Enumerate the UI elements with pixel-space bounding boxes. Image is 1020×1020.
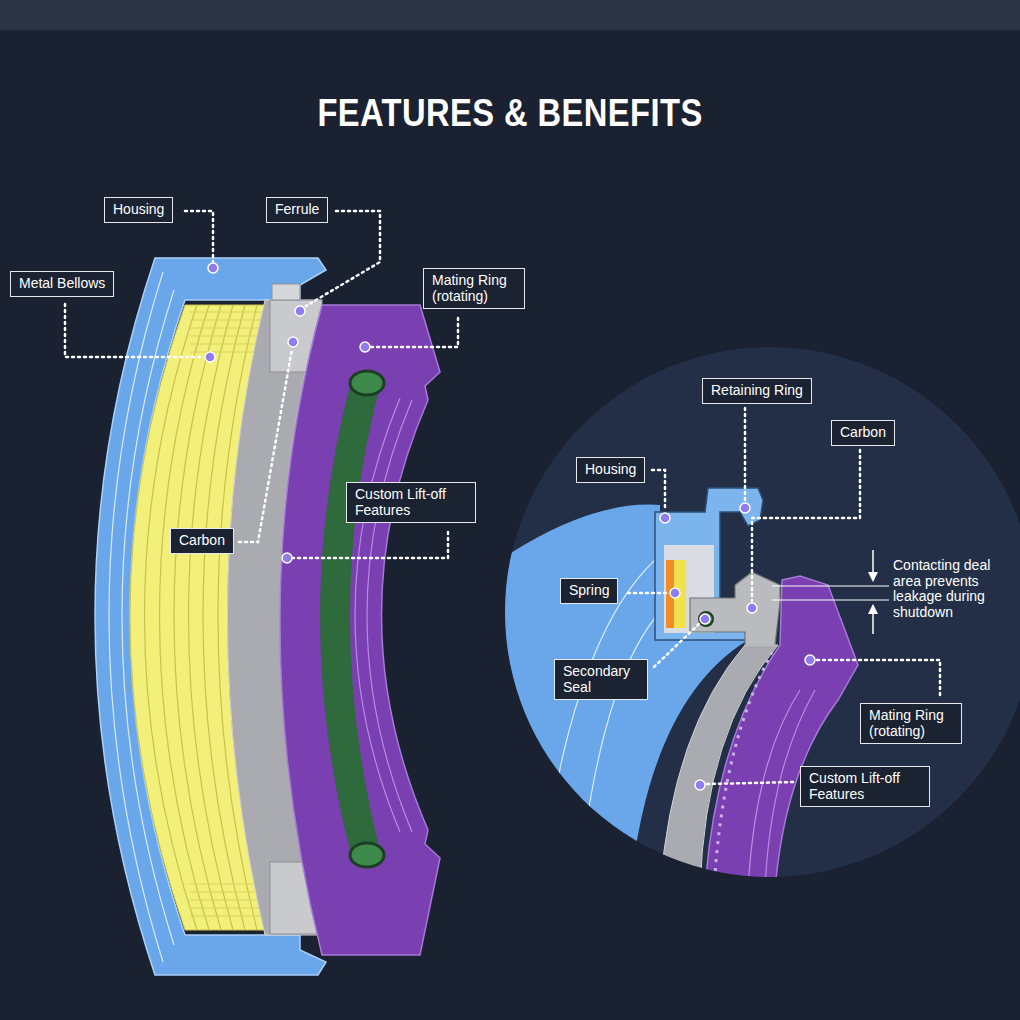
callout-text: Carbon (840, 425, 886, 441)
leader-line (628, 592, 668, 595)
callout-text: Mating Ring (rotating) (869, 708, 953, 739)
callout-text: Housing (113, 202, 164, 218)
leader-line (752, 450, 860, 601)
housing-line (540, 560, 660, 890)
leader-line (371, 318, 458, 347)
lift-off-hatch (714, 652, 772, 890)
leader-dot (205, 352, 215, 362)
leader-dot (360, 342, 370, 352)
callout-box: Custom Lift-off Features (346, 482, 476, 523)
leader-dot (288, 337, 298, 347)
contact-indicator (772, 550, 889, 634)
leader-dot (670, 588, 680, 598)
leader-line (744, 408, 747, 501)
leader-dot (660, 513, 670, 523)
callout-box: Custom Lift-off Features (800, 766, 930, 807)
leader-dot (282, 553, 292, 563)
callout-box: Housing (104, 197, 173, 223)
o-ring (350, 843, 384, 867)
callout-box: Housing (576, 457, 645, 483)
leader-dot (740, 503, 750, 513)
leader-line (185, 211, 213, 262)
carbon-profile (690, 572, 780, 645)
leader-lines (65, 211, 940, 784)
callout-box: Mating Ring (rotating) (423, 268, 525, 309)
o-ring-band (320, 378, 382, 858)
callout-text: Carbon (179, 533, 225, 549)
mating-ring-profile (705, 576, 858, 890)
callout-text: Housing (585, 462, 636, 478)
top-strip (0, 0, 1020, 30)
callout-text: Custom Lift-off Features (809, 771, 921, 802)
callout-box: Ferrule (266, 197, 328, 223)
callout-text: Ferrule (275, 202, 319, 218)
magnified-view (500, 347, 1020, 890)
note-text: Contacting deal area prevents leakage du… (893, 558, 1013, 621)
mating-ring-shape (280, 305, 440, 955)
leader-dot (295, 306, 305, 316)
leader-line (239, 349, 292, 542)
leader-dot (695, 780, 705, 790)
callout-box: Carbon (831, 420, 895, 446)
callout-box: Spring (560, 578, 618, 604)
secondary-seal-ring (699, 612, 713, 626)
callout-text: Secondary Seal (563, 664, 639, 695)
leader-line (817, 660, 940, 698)
callout-box: Metal Bellows (10, 271, 114, 297)
callout-text: Mating Ring (rotating) (432, 273, 516, 304)
contact-arrow (872, 550, 874, 580)
callout-text: Custom Lift-off Features (355, 487, 467, 518)
leader-dots (205, 263, 815, 790)
leader-dot (700, 614, 710, 624)
callout-box: Retaining Ring (702, 378, 812, 404)
page-title: FEATURES & BENEFITS (71, 92, 948, 135)
leader-line (65, 304, 204, 357)
ferrule-shape (272, 284, 300, 300)
callout-box: Mating Ring (rotating) (860, 703, 962, 744)
leader-line (652, 470, 665, 511)
o-ring (350, 371, 384, 395)
callout-text: Metal Bellows (19, 276, 105, 292)
lift-off-lines (355, 398, 412, 832)
leader-line (306, 211, 380, 306)
leader-line (707, 782, 795, 784)
callout-text: Retaining Ring (711, 383, 803, 399)
callout-box: Secondary Seal (554, 659, 648, 700)
seal-pocket (664, 545, 714, 633)
callout-text: Spring (569, 583, 609, 599)
leader-line (654, 623, 700, 667)
contact-arrow (872, 606, 874, 634)
callout-box: Carbon (170, 528, 234, 554)
leader-dot (805, 655, 815, 665)
leader-dot (208, 263, 218, 273)
left-seal-section (95, 258, 440, 975)
contact-line (772, 586, 889, 600)
leader-line (293, 532, 448, 558)
leader-dot (747, 603, 757, 613)
